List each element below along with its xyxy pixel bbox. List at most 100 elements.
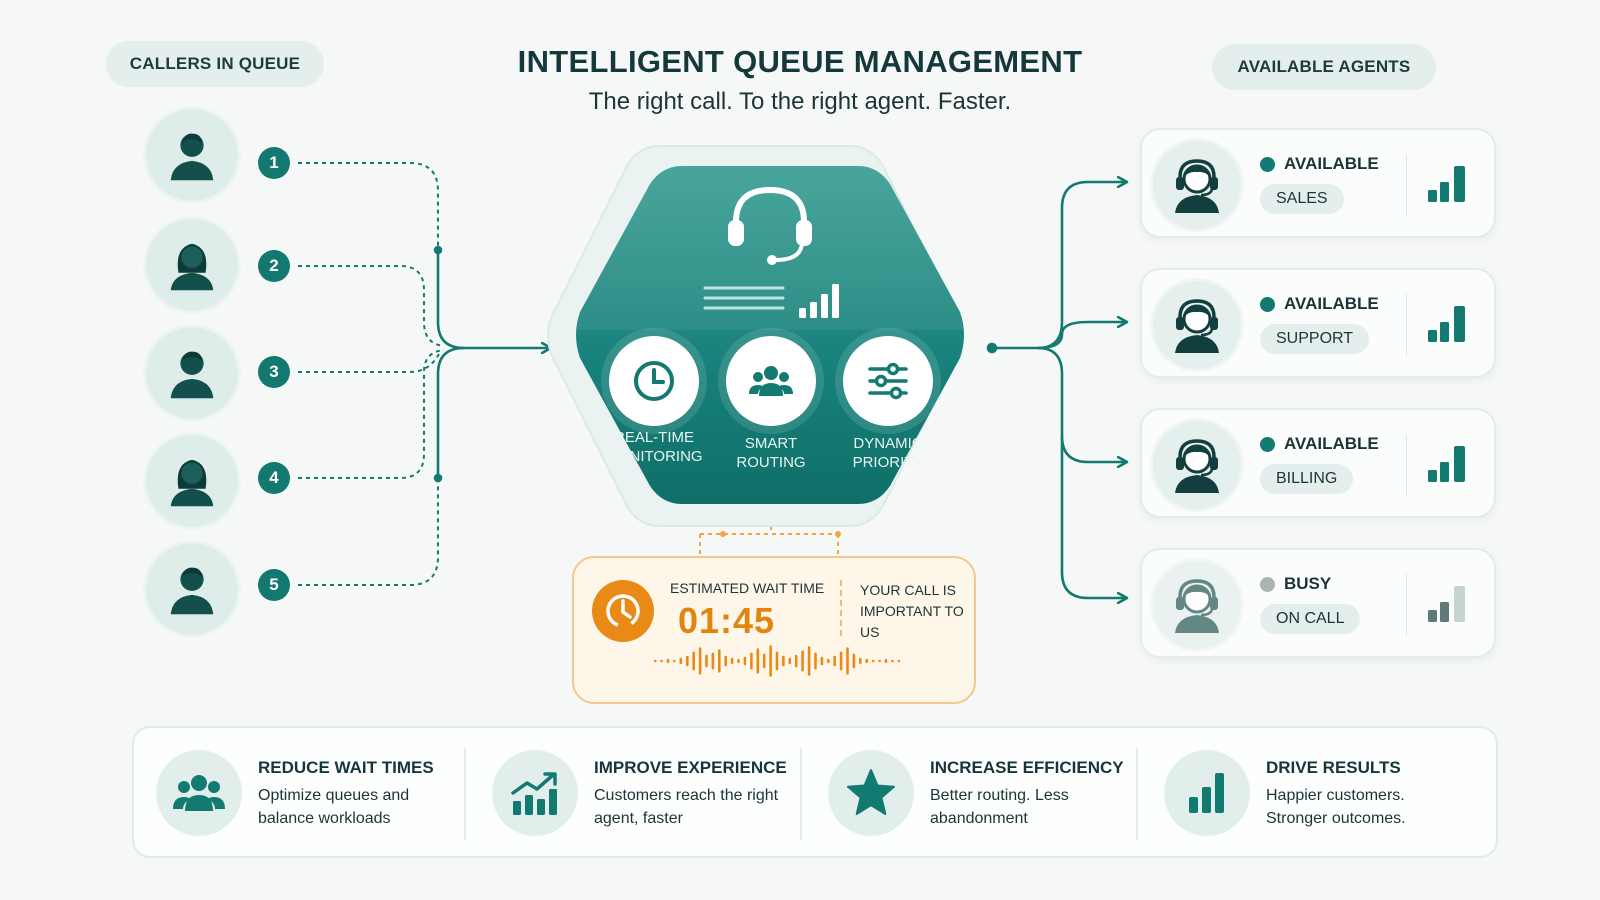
callers-in-queue-label: CALLERS IN QUEUE [106, 41, 324, 87]
caller-3-avatar [143, 324, 241, 422]
agent-card-busy[interactable]: BUSY ON CALL [1140, 548, 1496, 658]
wait-message: YOUR CALL IS IMPORTANT TO US [860, 582, 964, 640]
page-subtitle: The right call. To the right agent. Fast… [588, 88, 1012, 115]
agent-avatar [1150, 138, 1244, 232]
caller-2-avatar [143, 216, 241, 314]
wait-clock-icon [592, 580, 654, 642]
star-icon [847, 769, 895, 815]
agent-status-label: AVAILABLE [1284, 294, 1379, 313]
feature-icon-circle [843, 336, 933, 426]
benefit-title: REDUCE WAIT TIMES [258, 758, 434, 777]
agent-status-label: AVAILABLE [1284, 154, 1379, 173]
feature-label: REAL-TIME MONITORING [605, 429, 703, 465]
waveform-bar [756, 648, 760, 674]
benefit-increase-efficiency: INCREASE EFFICIENCY Better routing. Less… [806, 728, 1136, 860]
female-caller-icon [170, 243, 214, 291]
benefit-title: INCREASE EFFICIENCY [930, 758, 1124, 777]
waveform-bar [833, 655, 836, 667]
caller-1-avatar [143, 106, 241, 204]
waveform-bar [698, 647, 702, 675]
waveform-bar [692, 651, 695, 671]
available-agents-label: AVAILABLE AGENTS [1212, 44, 1436, 90]
waveform-bar [762, 653, 766, 669]
estimated-wait-card: ESTIMATED WAIT TIME 01:45 YOUR CALL IS I… [572, 556, 976, 704]
waveform-bar [769, 645, 772, 677]
agent-headset-icon [1175, 159, 1219, 213]
waveform-bar [865, 658, 868, 664]
waveform-bar [827, 658, 830, 664]
card-divider [1406, 154, 1407, 216]
signal-bars-icon [1428, 446, 1465, 482]
waveform-bar [878, 659, 881, 663]
agent-team-tag: SALES [1260, 184, 1344, 214]
waveform-bar [653, 659, 657, 663]
waveform-bar [666, 658, 670, 664]
agent-team-tag: SUPPORT [1260, 324, 1370, 354]
feature-smart-routing: SMART ROUTING [711, 336, 831, 472]
agent-card-billing[interactable]: AVAILABLE BILLING [1140, 408, 1496, 518]
wait-time-value: 01:45 [678, 600, 776, 641]
waveform-bar [839, 651, 843, 671]
benefit-divider [800, 748, 802, 840]
audio-waveform-icon [653, 645, 901, 677]
waveform-bar [852, 653, 856, 669]
waveform-bar [846, 647, 849, 675]
waveform-bar [782, 655, 785, 667]
signal-bars-icon [1428, 586, 1465, 622]
waveform-bar [897, 659, 901, 663]
caller-2-connector [298, 265, 445, 347]
card-divider [1406, 574, 1407, 636]
agent-headset-icon [1175, 299, 1219, 353]
feature-icon-circle [726, 336, 816, 426]
benefit-description: Customers reach the right agent, faster [594, 787, 779, 827]
agent-status: AVAILABLE [1260, 294, 1379, 314]
waveform-bar [820, 656, 824, 666]
waveform-bar [859, 657, 862, 665]
status-dot [1260, 576, 1275, 592]
male-caller-icon [170, 133, 214, 181]
waveform-bar [871, 659, 875, 663]
agent-headset-icon [1175, 439, 1219, 493]
feature-icon-circle [609, 336, 699, 426]
waveform-bar [794, 654, 798, 668]
caller-number-5: 5 [258, 569, 290, 601]
male-caller-icon [170, 567, 214, 615]
caller-3-connector [298, 351, 441, 373]
waveform-bar [743, 656, 747, 666]
benefit-description: Optimize queues and balance workloads [258, 787, 410, 827]
wait-divider [840, 580, 842, 636]
benefit-description: Better routing. Less abandonment [930, 787, 1069, 827]
feature-real-time-monitoring: REAL-TIME MONITORING [594, 336, 714, 466]
agent-card-sales[interactable]: AVAILABLE SALES [1140, 128, 1496, 238]
waveform-bar [724, 655, 727, 667]
people-group-icon [173, 775, 225, 811]
caller-number-2: 2 [258, 250, 290, 282]
benefits-panel: REDUCE WAIT TIMES Optimize queues and ba… [132, 726, 1498, 858]
feature-label: DYNAMIC PRIORITY [852, 435, 924, 471]
team-icon [749, 366, 793, 396]
caller-5-connector [298, 480, 439, 586]
agent-status-label: BUSY [1284, 574, 1332, 593]
male-caller-icon [170, 351, 214, 399]
card-divider [1406, 294, 1407, 356]
bar-chart-icon [1189, 773, 1224, 813]
benefit-icon-circle [1164, 750, 1250, 836]
benefit-icon-circle [156, 750, 242, 836]
agent-avatar [1150, 278, 1244, 372]
agent-team-tag: BILLING [1260, 464, 1354, 494]
feature-dynamic-priority: DYNAMIC PRIORITY [828, 336, 948, 472]
waveform-bar [884, 658, 888, 664]
waveform-bar [807, 646, 811, 676]
waveform-bar [775, 651, 779, 671]
hub-signal-icon [703, 284, 839, 318]
agent-avatar [1150, 418, 1244, 512]
benefit-title: DRIVE RESULTS [1266, 758, 1401, 777]
waveform-bar [705, 654, 708, 668]
caller-4-avatar [143, 432, 241, 530]
sliders-icon [868, 362, 908, 400]
headset-icon [728, 186, 812, 265]
caller-number-1: 1 [258, 147, 290, 179]
benefit-description: Happier customers. Stronger outcomes. [1266, 787, 1406, 827]
waveform-bar [814, 652, 817, 670]
agent-card-support[interactable]: AVAILABLE SUPPORT [1140, 268, 1496, 378]
